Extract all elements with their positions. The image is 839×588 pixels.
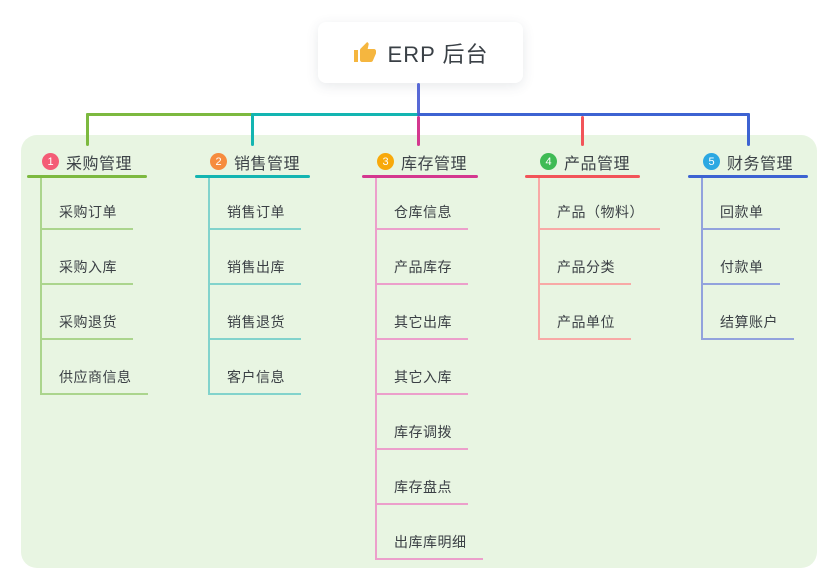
branch-underline <box>27 175 147 178</box>
root-title: ERP 后台 <box>387 41 489 67</box>
branch-index-badge: 3 <box>377 153 394 170</box>
connector-branch1-drop <box>86 113 89 146</box>
child-node[interactable]: 回款单 <box>703 178 780 230</box>
connector-branch2-drop <box>251 113 254 146</box>
child-node[interactable]: 其它入库 <box>377 340 468 395</box>
child-node[interactable]: 客户信息 <box>210 340 301 395</box>
connector-branch5-horizontal <box>417 113 750 116</box>
branch-children: 采购订单 采购入库 采购退货 供应商信息 <box>40 178 148 395</box>
branch-children: 销售订单 销售出库 销售退货 客户信息 <box>208 178 310 395</box>
child-node[interactable]: 其它出库 <box>377 285 468 340</box>
branch-index-badge: 4 <box>540 153 557 170</box>
child-node[interactable]: 采购退货 <box>42 285 133 340</box>
child-node[interactable]: 付款单 <box>703 230 780 285</box>
connector-branch5-drop <box>747 113 750 146</box>
child-node[interactable]: 出库库明细 <box>377 505 483 560</box>
branch-children: 回款单 付款单 结算账户 <box>701 178 808 340</box>
branch-children: 仓库信息 产品库存 其它出库 其它入库 库存调拨 库存盘点 出库库明细 <box>375 178 483 560</box>
child-node[interactable]: 供应商信息 <box>42 340 148 395</box>
child-node[interactable]: 采购入库 <box>42 230 133 285</box>
child-node[interactable]: 产品分类 <box>540 230 631 285</box>
branch-purchase: 1 采购管理 采购订单 采购入库 采购退货 供应商信息 <box>27 148 148 395</box>
branch-sales: 2 销售管理 销售订单 销售出库 销售退货 客户信息 <box>195 148 310 395</box>
child-node[interactable]: 结算账户 <box>703 285 794 340</box>
branch-product: 4 产品管理 产品（物料） 产品分类 产品单位 <box>525 148 660 340</box>
branch-underline <box>688 175 808 178</box>
branch-title: 销售管理 <box>234 155 301 173</box>
child-node[interactable]: 库存盘点 <box>377 450 468 505</box>
child-node[interactable]: 采购订单 <box>42 178 133 230</box>
branch-inventory-node[interactable]: 3 库存管理 <box>362 148 478 175</box>
child-node[interactable]: 销售退货 <box>210 285 301 340</box>
branch-purchase-node[interactable]: 1 采购管理 <box>27 148 147 175</box>
branch-product-node[interactable]: 4 产品管理 <box>525 148 640 175</box>
connector-branch4-drop <box>581 116 584 146</box>
branch-underline <box>195 175 310 178</box>
connector-branch3-drop <box>417 116 420 146</box>
branch-index-badge: 2 <box>210 153 227 170</box>
connector-branch1-horizontal <box>86 113 254 116</box>
branch-sales-node[interactable]: 2 销售管理 <box>195 148 310 175</box>
branch-title: 库存管理 <box>401 155 468 173</box>
branch-underline <box>362 175 478 178</box>
branch-title: 财务管理 <box>727 155 794 173</box>
branch-children: 产品（物料） 产品分类 产品单位 <box>538 178 660 340</box>
child-node[interactable]: 产品库存 <box>377 230 468 285</box>
branch-title: 产品管理 <box>564 155 631 173</box>
root-node[interactable]: ERP 后台 <box>318 22 523 83</box>
mindmap-panel <box>21 135 817 568</box>
child-node[interactable]: 仓库信息 <box>377 178 468 230</box>
branch-underline <box>525 175 640 178</box>
connector-branch2-horizontal <box>251 113 420 116</box>
root-connector-vertical <box>417 83 420 116</box>
branch-title: 采购管理 <box>66 155 133 173</box>
thumb-up-icon <box>353 41 376 62</box>
branch-finance-node[interactable]: 5 财务管理 <box>688 148 808 175</box>
child-node[interactable]: 库存调拨 <box>377 395 468 450</box>
child-node[interactable]: 销售出库 <box>210 230 301 285</box>
branch-index-badge: 5 <box>703 153 720 170</box>
child-node[interactable]: 产品（物料） <box>540 178 660 230</box>
child-node[interactable]: 产品单位 <box>540 285 631 340</box>
branch-finance: 5 财务管理 回款单 付款单 结算账户 <box>688 148 808 340</box>
branch-index-badge: 1 <box>42 153 59 170</box>
branch-inventory: 3 库存管理 仓库信息 产品库存 其它出库 其它入库 库存调拨 库存盘点 出库库… <box>362 148 483 560</box>
child-node[interactable]: 销售订单 <box>210 178 301 230</box>
